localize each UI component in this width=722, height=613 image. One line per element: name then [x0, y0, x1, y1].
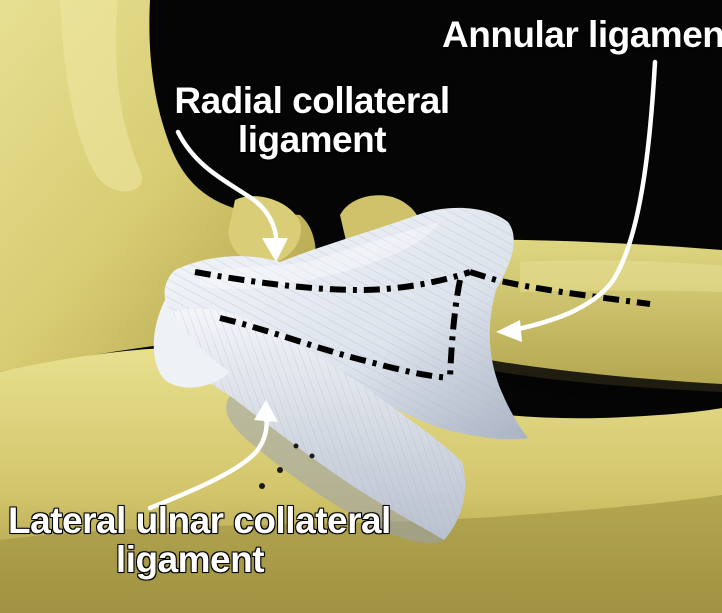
- label-lateral-ulnar-collateral-ligament: Lateral ulnar collateral ligament: [8, 502, 372, 580]
- label-lateral-line1: Lateral ulnar collateral: [8, 502, 372, 541]
- label-lateral-line2: ligament: [8, 541, 372, 580]
- label-radial-line2: ligament: [162, 121, 462, 160]
- label-radial-collateral-ligament: Radial collateral ligament: [162, 82, 462, 160]
- label-annular-ligament: Annular ligament: [442, 16, 720, 55]
- label-annular-line1: Annular ligament: [442, 16, 720, 55]
- label-radial-line1: Radial collateral: [162, 82, 462, 121]
